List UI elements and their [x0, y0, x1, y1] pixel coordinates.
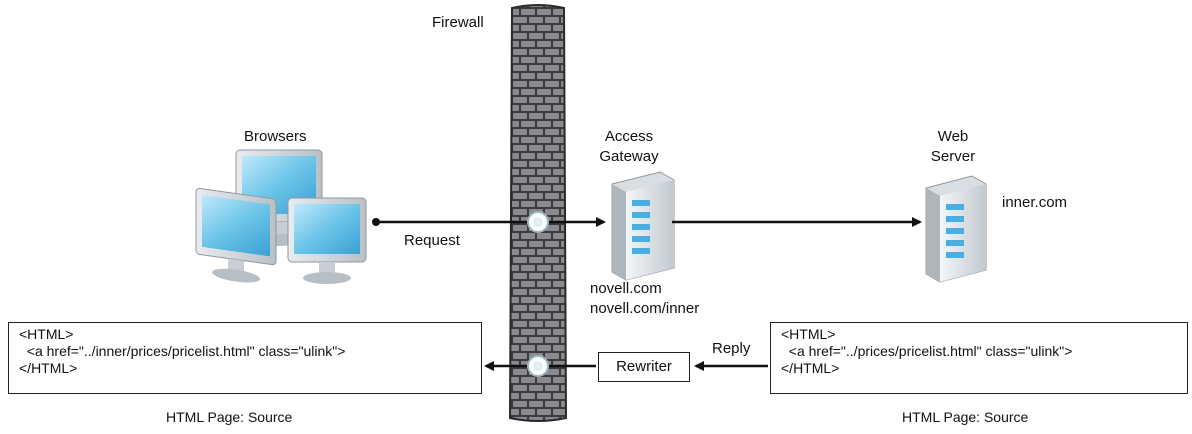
rewriter-box: Rewriter	[598, 352, 690, 382]
request-arrow	[372, 211, 606, 233]
rewritten-output-arrow	[484, 355, 596, 377]
right-source-caption: HTML Page: Source	[902, 409, 1029, 425]
right-source-line-2: <a href="../prices/pricelist.html" class…	[781, 343, 1073, 359]
left-source-line-3: </HTML>	[19, 360, 78, 376]
left-source-line-2: <a href="../inner/prices/pricelist.html"…	[19, 343, 346, 359]
gateway-host-label-2: novell.com/inner	[590, 300, 700, 317]
left-html-source-box: <HTML> <a href="../inner/prices/pricelis…	[8, 322, 482, 394]
right-source-line-3: </HTML>	[781, 360, 840, 376]
access-gateway-label-line1: Access	[604, 128, 654, 145]
access-gateway-server-icon	[611, 171, 675, 281]
browsers-label: Browsers	[244, 128, 307, 145]
web-server-label-line1: Web	[937, 128, 969, 145]
access-gateway-label-line2: Gateway	[599, 148, 659, 165]
rewriter-label: Rewriter	[616, 358, 672, 375]
request-label: Request	[404, 232, 460, 249]
browsers-icon	[195, 149, 367, 284]
reply-label: Reply	[712, 340, 751, 357]
web-server-host-label: inner.com	[1002, 194, 1068, 211]
firewall-label: Firewall	[432, 14, 484, 31]
gateway-host-label-1: novell.com	[590, 280, 662, 297]
right-source-line-1: <HTML>	[781, 326, 836, 342]
left-source-line-1: <HTML>	[19, 326, 74, 342]
web-server-icon	[925, 175, 987, 283]
right-html-source-box: <HTML> <a href="../prices/pricelist.html…	[770, 322, 1188, 394]
left-source-caption: HTML Page: Source	[166, 409, 293, 425]
web-server-label-line2: Server	[930, 148, 976, 165]
